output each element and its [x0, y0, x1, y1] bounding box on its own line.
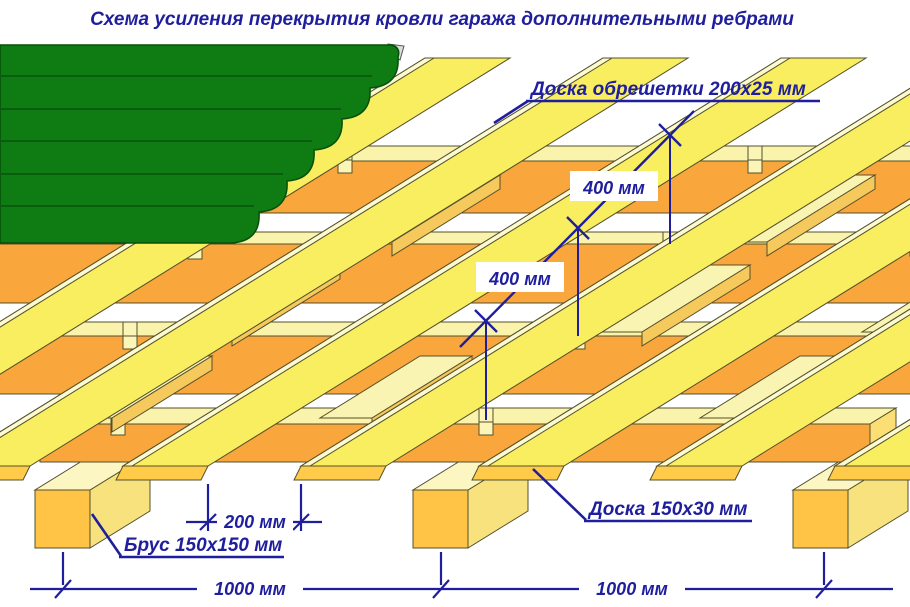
dim-200: 200 мм	[223, 512, 286, 532]
dim-1000-left: 1000 мм	[214, 579, 286, 599]
dim-1000-left-plate	[197, 576, 303, 601]
diagram-title: Схема усиления перекрытия кровли гаража …	[90, 9, 794, 30]
lathing-label: Доска обрешетки 200х25 мм	[529, 79, 806, 100]
beam-label-leader	[90, 513, 284, 559]
support-beams	[33, 452, 910, 549]
dim-1000-right-plate	[579, 576, 685, 601]
dim-400-lower-plate	[476, 262, 564, 292]
dim-400-upper-plate	[570, 171, 658, 201]
beam-step-dimension	[30, 552, 893, 599]
dim-400-lower: 400 мм	[488, 269, 551, 289]
corrugated-roof-sheet	[0, 43, 405, 244]
lathing-step-dimension	[459, 110, 695, 420]
lathing-label-leader	[493, 99, 820, 125]
dim-400-upper: 400 мм	[582, 178, 645, 198]
board-label-leader	[532, 468, 752, 523]
corrugation-lines	[0, 75, 372, 207]
dimension-annotations: 400 мм 400 мм 200 мм 1000 мм 1000 мм	[30, 9, 893, 601]
board-label: Доска 150х30 мм	[587, 499, 747, 520]
dim-200-plate	[217, 508, 293, 534]
beam-label: Брус 150х150 мм	[124, 535, 282, 556]
dim-1000-right: 1000 мм	[596, 579, 668, 599]
